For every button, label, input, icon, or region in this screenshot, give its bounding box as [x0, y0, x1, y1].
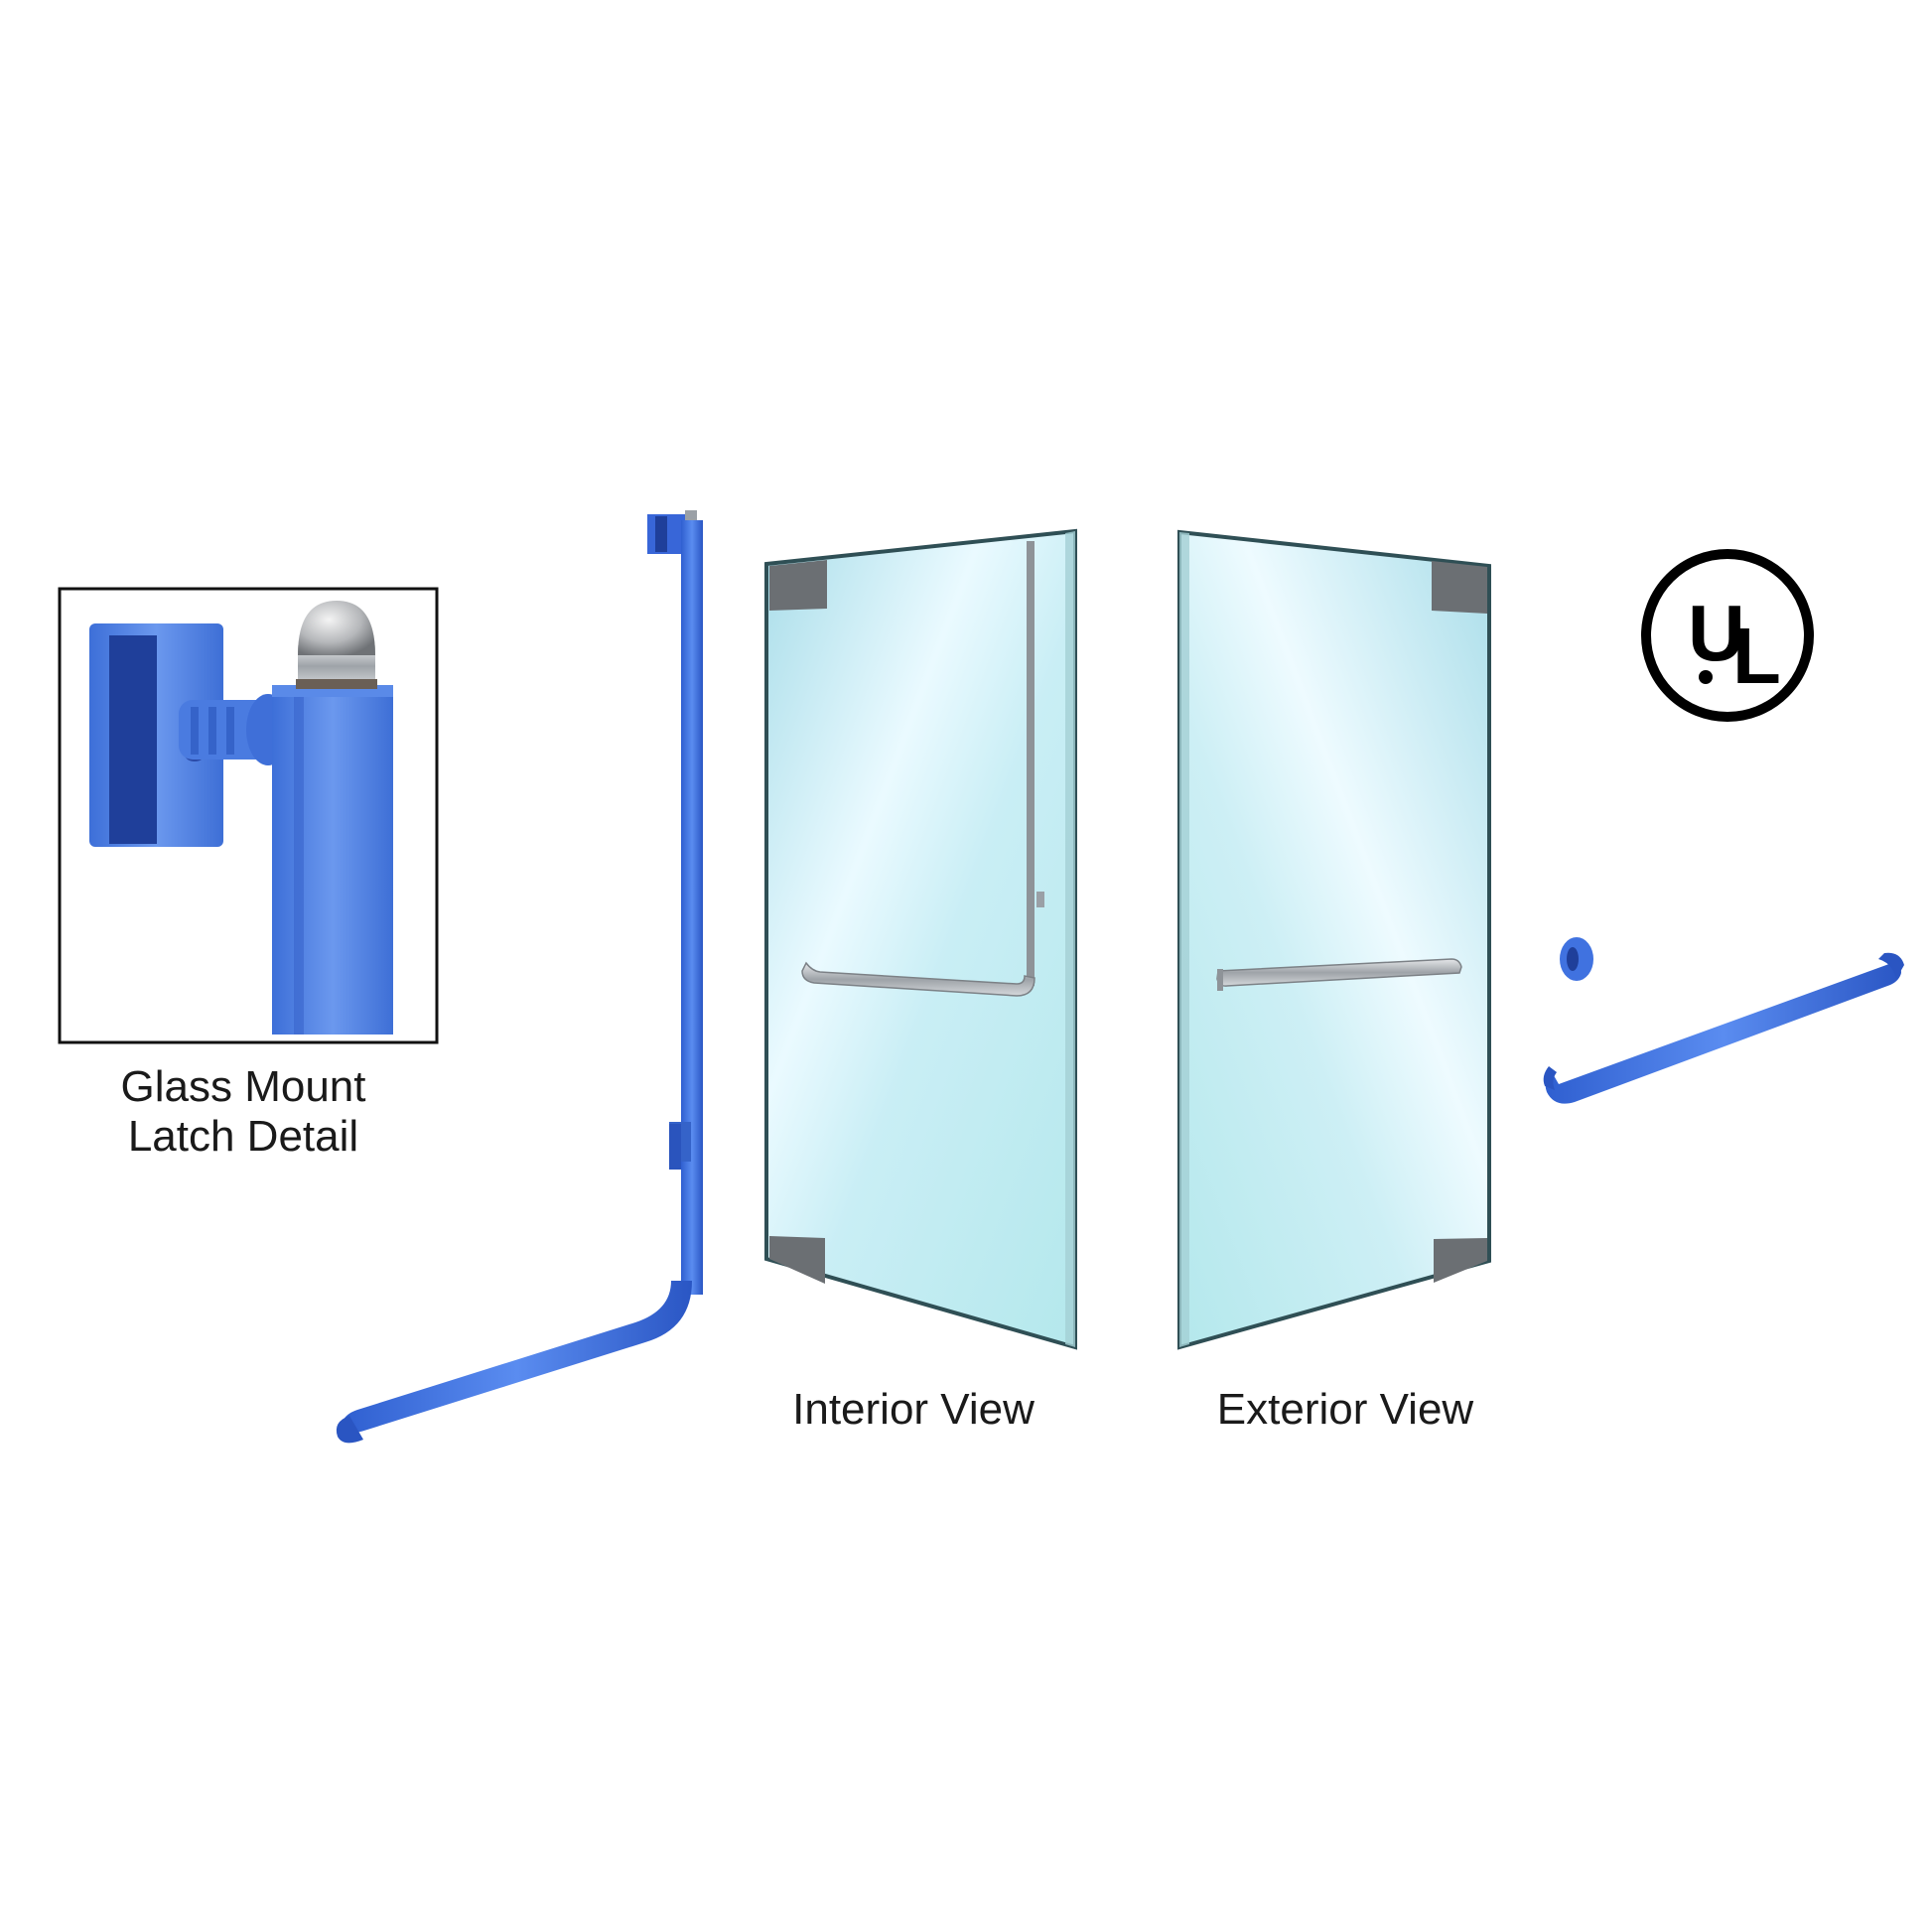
ul-listed-mark-icon: U L: [1641, 549, 1814, 722]
latch-detail-caption: Glass Mount Latch Detail: [89, 1062, 397, 1162]
latch-detail-inset: [58, 587, 439, 1044]
back-to-back-pull-icon: [1543, 952, 1904, 1104]
ladder-pull-handle-icon: [336, 510, 703, 1444]
exterior-view-door: [1177, 529, 1491, 1350]
glass-clamp-icon: [89, 623, 223, 847]
latch-detail-caption-line2: Latch Detail: [127, 1112, 359, 1161]
latch-post-icon: [272, 685, 393, 1035]
latch-detail-caption-line1: Glass Mount: [120, 1062, 366, 1111]
bottom-patch-fitting-icon: [769, 1236, 825, 1284]
ul-mark-letter-u: U: [1688, 589, 1745, 677]
thumb-turn-icon: [1560, 937, 1593, 981]
exterior-view-caption: Exterior View: [1216, 1385, 1474, 1434]
interior-view-door: [764, 528, 1077, 1350]
interior-view-caption: Interior View: [792, 1385, 1035, 1434]
exterior-glass-panel: [1177, 529, 1491, 1350]
interior-handle-icon: [801, 541, 1044, 997]
top-patch-fitting-icon: [1432, 561, 1487, 614]
latch-knob-icon: [296, 601, 377, 689]
exterior-handle-icon: [1216, 958, 1462, 991]
top-patch-fitting-icon: [769, 560, 827, 611]
bottom-patch-fitting-icon: [1434, 1238, 1487, 1283]
ul-mark-letter-l: L: [1732, 612, 1781, 700]
